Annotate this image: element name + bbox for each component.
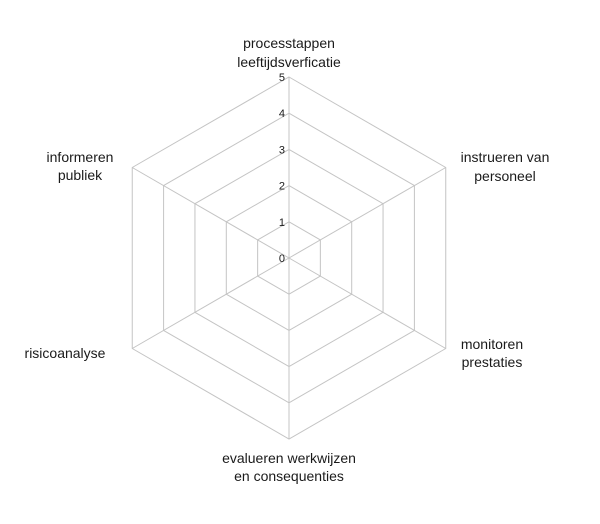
category-label: informeren (47, 149, 114, 165)
category-label: risicoanalyse (25, 345, 106, 361)
category-label: publiek (58, 167, 103, 183)
category-label: prestaties (462, 354, 523, 370)
axis-line (288, 257, 447, 349)
tick-label: 2 (279, 181, 285, 193)
radial-tick-labels: 0 1 2 3 4 5 (279, 72, 285, 265)
category-label: processtappen (243, 35, 335, 51)
category-label: instrueren van (461, 149, 550, 165)
axis-line (288, 167, 447, 259)
category-label: evalueren werkwijzen (222, 450, 356, 466)
category-label: monitoren (461, 336, 523, 352)
radar-axes (131, 77, 447, 439)
tick-label: 3 (279, 144, 285, 156)
category-label: personeel (474, 168, 536, 184)
tick-label: 0 (279, 253, 285, 265)
category-label: en consequenties (234, 468, 344, 484)
tick-label: 4 (279, 108, 285, 120)
tick-label: 1 (279, 217, 285, 229)
axis-line (131, 257, 290, 349)
axis-line (131, 167, 290, 259)
tick-label: 5 (279, 72, 285, 84)
category-labels: processtappen leeftijdsverficatie instruer… (25, 35, 550, 484)
category-label: leeftijdsverficatie (237, 54, 341, 70)
